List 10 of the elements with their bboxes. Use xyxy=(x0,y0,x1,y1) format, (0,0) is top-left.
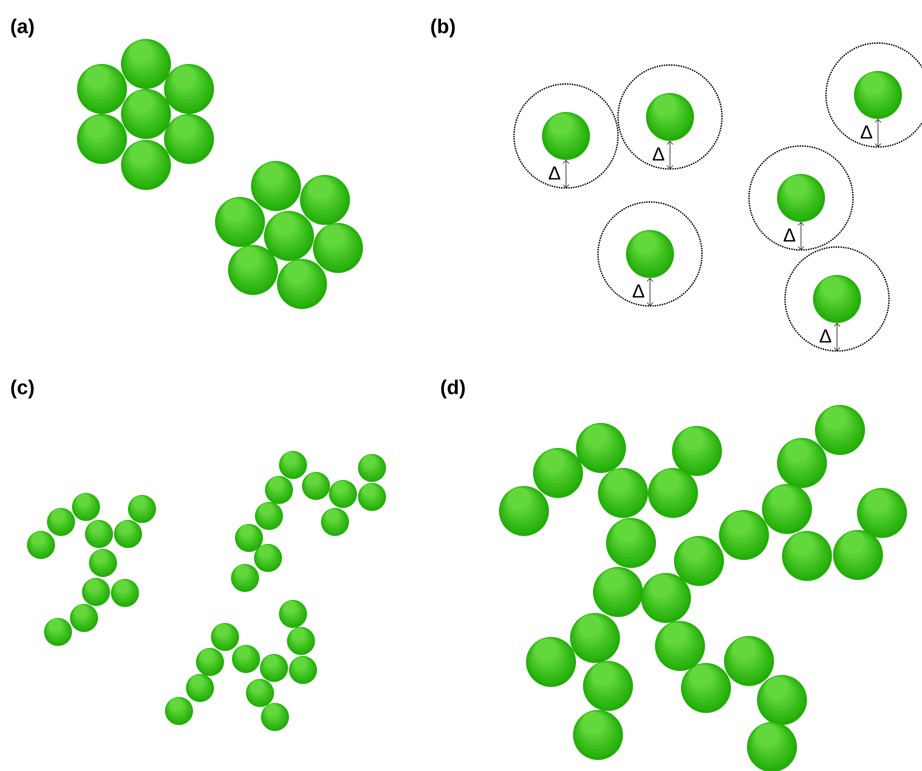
panel-label: (d) xyxy=(441,380,465,398)
panel-label: (b) xyxy=(431,18,455,38)
delta-label: Δ xyxy=(860,125,872,139)
delta-label: Δ xyxy=(820,329,832,343)
delta-label: Δ xyxy=(548,166,560,180)
delta-label: Δ xyxy=(652,147,664,161)
delta-label: Δ xyxy=(784,228,796,242)
panel-label: (a) xyxy=(11,18,34,38)
delta-label: Δ xyxy=(632,284,644,298)
panel-label: (c) xyxy=(11,380,34,398)
